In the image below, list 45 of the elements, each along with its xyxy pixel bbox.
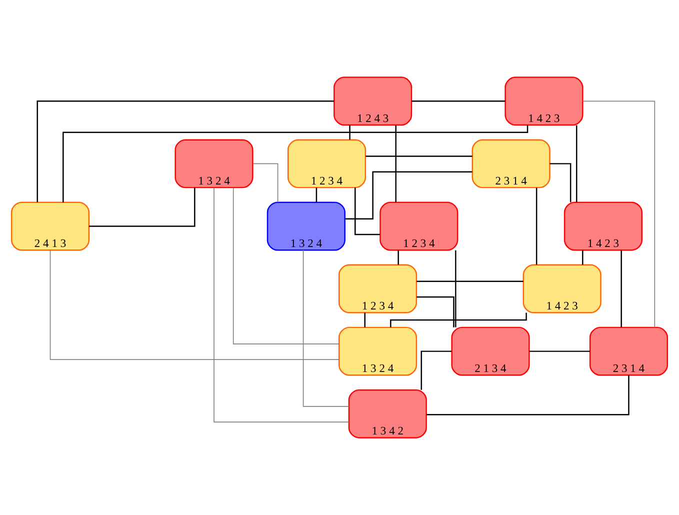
connector	[390, 312, 527, 328]
connector	[62, 125, 528, 202]
connector	[252, 163, 278, 203]
connector	[582, 250, 584, 265]
connector	[232, 187, 340, 344]
connector	[316, 188, 318, 202]
connector	[36, 100, 334, 202]
node-box: 1 3 2 4	[174, 139, 254, 188]
node-box: 1 2 3 4	[287, 139, 366, 188]
connector	[576, 125, 578, 202]
node-box: 1 2 4 3	[334, 76, 412, 126]
node-box: 1 4 2 3	[504, 76, 584, 126]
node-box: 2 3 1 4	[472, 139, 550, 188]
connector	[395, 125, 396, 202]
connector	[536, 188, 538, 265]
connector	[620, 250, 622, 328]
connector	[582, 100, 656, 328]
node-box: 1 3 2 4	[266, 202, 346, 251]
connector	[364, 312, 366, 328]
node-box: 1 2 3 4	[380, 202, 458, 251]
node-box: 1 3 2 4	[338, 326, 418, 376]
connector	[302, 250, 350, 407]
connector	[455, 250, 456, 328]
node-box: 1 3 4 2	[348, 389, 427, 438]
connector	[88, 188, 196, 227]
connector	[50, 250, 340, 360]
connector	[420, 350, 452, 390]
node-box: 2 3 1 4	[589, 326, 668, 376]
connector	[550, 163, 572, 202]
connector	[426, 375, 630, 416]
node-box: 2 1 3 4	[451, 326, 530, 376]
node-box: 1 4 2 3	[564, 202, 643, 251]
connector	[344, 171, 472, 220]
node-box: 2 4 1 3	[10, 202, 90, 251]
connector	[529, 350, 590, 352]
connector	[416, 296, 454, 328]
connector	[416, 280, 524, 282]
connector	[349, 125, 350, 140]
connector	[412, 100, 506, 102]
node-box: 1 2 3 4	[338, 264, 418, 314]
node-box: 1 4 2 3	[522, 264, 602, 314]
connector	[214, 187, 350, 422]
connector	[354, 188, 380, 236]
connector	[366, 156, 472, 157]
connector	[398, 250, 399, 265]
